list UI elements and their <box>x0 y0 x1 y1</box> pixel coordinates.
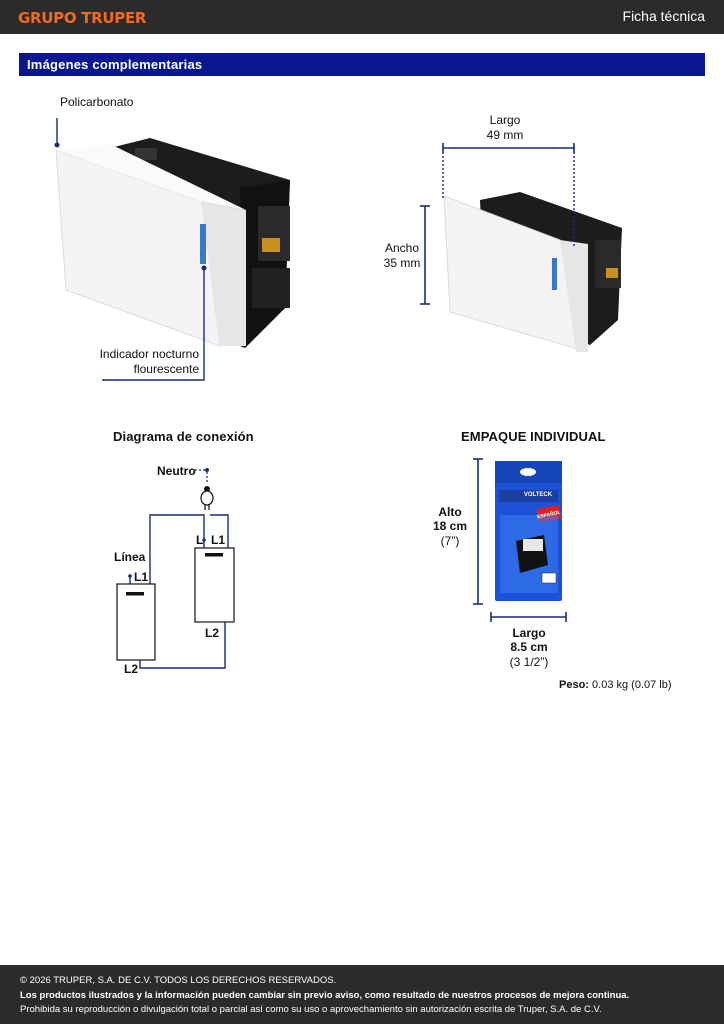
indicator-label-line1: Indicador nocturno <box>99 347 199 361</box>
package-length-value: 8.5 cm <box>510 640 548 654</box>
package-brand: VOLTECK <box>523 492 553 498</box>
switch2-bottom-label: L2 <box>205 626 220 640</box>
dimension-width-label: Ancho <box>384 241 420 255</box>
packaging-image <box>473 458 567 622</box>
package-length-label: Largo <box>512 626 546 640</box>
product-weight: Peso: 0.03 kg (0.07 lb) <box>559 679 672 691</box>
wiring-diagram <box>116 468 235 669</box>
switch1-bottom-label: L2 <box>124 662 139 676</box>
footer-disclaimer: Los productos ilustrados y la informació… <box>20 990 630 1001</box>
wiring-diagram-title: Diagrama de conexión <box>113 429 254 444</box>
packaging-title: EMPAQUE INDIVIDUAL <box>461 429 606 444</box>
line-label: Línea <box>114 550 146 564</box>
neutral-label: Neutro <box>157 464 196 478</box>
brand-logo: GRUPO TRUPER <box>18 9 147 27</box>
weight-label: Peso: <box>559 679 589 691</box>
switch2-top-left-label: L <box>196 533 204 547</box>
dimension-length-label: Largo <box>489 113 521 127</box>
switch-product-image <box>54 118 290 381</box>
package-height-value: 18 cm <box>432 519 468 533</box>
page-header: GRUPO TRUPER Ficha técnica <box>0 0 724 34</box>
section-bar: Imágenes complementarias <box>19 53 705 76</box>
page-footer: © 2026 TRUPER, S.A. DE C.V. TODOS LOS DE… <box>0 965 724 1024</box>
package-height-label: Alto <box>438 505 462 519</box>
dimension-length-value: 49 mm <box>486 128 524 142</box>
package-height-inches: (7”) <box>440 534 460 548</box>
indicator-label-line2: flourescente <box>133 362 199 376</box>
document-title: Ficha técnica <box>622 8 705 24</box>
switch-dimensions-image <box>420 143 622 353</box>
switch1-top-label: L1 <box>134 570 149 584</box>
material-label: Policarbonato <box>60 95 134 109</box>
weight-value: 0.03 kg (0.07 lb) <box>592 679 672 691</box>
footer-prohibition: Prohibida su reproducción o divulgación … <box>20 1004 602 1015</box>
package-length-inches: (3 1/2”) <box>509 655 549 669</box>
switch2-top-right-label: L1 <box>211 533 226 547</box>
section-title: Imágenes complementarias <box>27 57 203 72</box>
footer-copyright: © 2026 TRUPER, S.A. DE C.V. TODOS LOS DE… <box>20 975 337 986</box>
dimension-width-value: 35 mm <box>383 256 421 270</box>
